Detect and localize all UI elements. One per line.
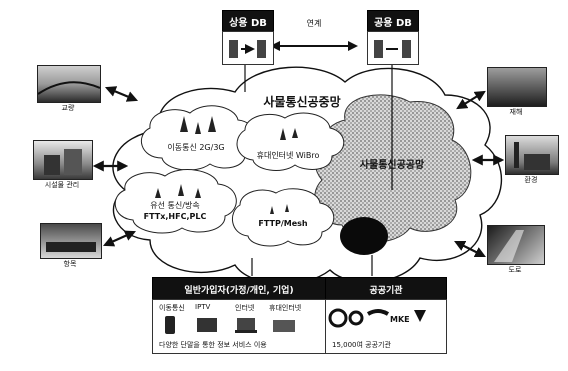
item-photo [40, 223, 102, 259]
public-footer: 15,000여 공공기관 [332, 341, 391, 349]
bridge-photo [37, 65, 101, 103]
device-icons [165, 316, 295, 334]
database-icon [229, 40, 266, 58]
side-arrows [92, 86, 505, 257]
facility-photo [33, 140, 93, 180]
disaster-photo [487, 67, 547, 107]
left-site-0: 교량 [61, 104, 75, 112]
wibro-subcloud [236, 112, 345, 171]
cloud-title: 사물통신공중망 [263, 94, 340, 109]
left-site-2: 항목 [63, 260, 77, 268]
environment-photo [505, 135, 559, 175]
access-node [340, 217, 388, 255]
general-item-0: 이동통신 [159, 304, 185, 312]
db-link-label: 연계 [307, 18, 322, 28]
right-site-1: 환경 [524, 176, 538, 184]
antenna-icon [155, 116, 298, 214]
general-item-2: 인터넷 [235, 304, 255, 312]
wired-subcloud [114, 169, 237, 234]
right-site-2: 도로 [508, 266, 522, 274]
public-panel: MKE 15,000여 공공기관 [325, 299, 447, 354]
left-db-title: 상용 DB [222, 10, 274, 32]
right-db-box [367, 31, 419, 65]
public-panel-title: 공공기관 [325, 277, 447, 301]
right-db-title: 공용 DB [367, 10, 419, 32]
fttp-subcloud [232, 188, 335, 247]
general-footer: 다양한 단말을 통한 정보 서비스 이용 [159, 341, 267, 349]
left-site-1: 시설물 관리 [44, 181, 80, 189]
institution-logos [328, 308, 426, 328]
general-panel-title: 일반가입자(가정/개인, 기업) [152, 277, 326, 301]
wired-label-1: 유선 통신/방속 [150, 200, 199, 210]
wired-label-2: FTTx,HFC,PLC [144, 212, 207, 221]
fttp-label: FTTP/Mesh [258, 219, 307, 228]
database-icon [374, 40, 411, 58]
mobile-label: 이동통신 2G/3G [167, 142, 224, 152]
wibro-label: 휴대인터넷 WiBro [257, 150, 320, 160]
public-logo-text: MKE [390, 315, 410, 324]
road-photo [487, 225, 545, 265]
private-network-area [314, 94, 472, 243]
left-db-box [222, 31, 274, 65]
general-item-1: IPTV [195, 303, 211, 311]
right-site-0: 재해 [509, 108, 523, 116]
general-item-3: 휴대인터넷 [269, 304, 302, 312]
general-panel: 이동통신 IPTV 인터넷 휴대인터넷 다양한 단말을 통한 정보 서비스 이용 [152, 299, 326, 354]
